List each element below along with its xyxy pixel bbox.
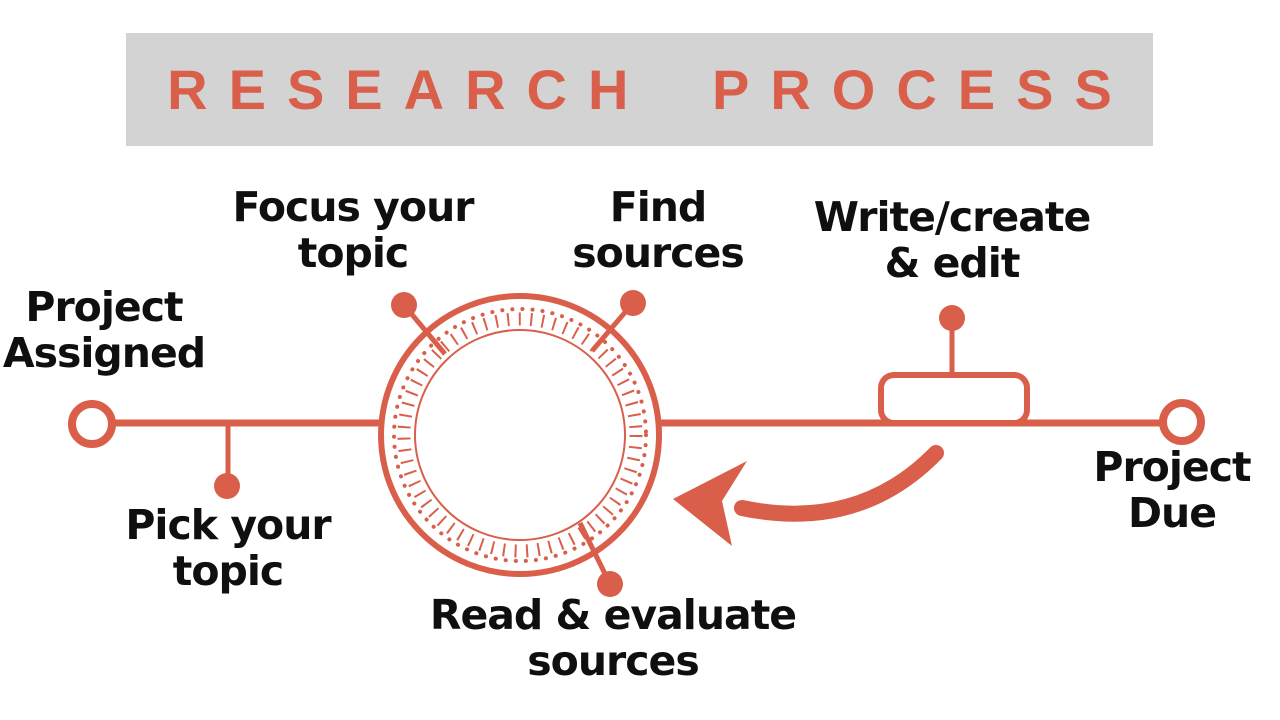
label-write-create-edit: Write/create & edit: [807, 194, 1097, 286]
label-project-due: Project Due: [1057, 444, 1280, 536]
title-banner: RESEARCH PROCESS: [126, 33, 1153, 146]
cycle-inner-circle: [414, 329, 626, 541]
page-title: RESEARCH PROCESS: [167, 58, 1133, 121]
arrow-head: [673, 461, 747, 546]
label-read-evaluate-sources: Read & evaluate sources: [428, 592, 798, 684]
cycle-outer-circle: [378, 293, 662, 577]
label-project-assigned-line2: Assigned: [2, 329, 206, 377]
label-pick-line1: Pick your: [125, 501, 331, 549]
focus-topic-dot: [391, 292, 417, 318]
pick-topic-dot: [214, 473, 240, 499]
arrow-shaft: [734, 445, 944, 522]
label-project-assigned: Project Assigned: [0, 284, 214, 376]
label-project-due-line2: Due: [1127, 489, 1217, 537]
research-cycle-circle: [378, 293, 662, 577]
write-edit-box: [878, 372, 1030, 426]
label-read-line2: sources: [527, 637, 700, 685]
label-write-line2: & edit: [884, 239, 1021, 287]
label-write-line1: Write/create: [813, 193, 1092, 241]
cycle-tick-ring: [397, 312, 643, 558]
label-find-line1: Find: [609, 183, 708, 231]
label-find-line2: sources: [572, 229, 745, 277]
project-due-ring: [1159, 399, 1205, 445]
write-edit-dot: [939, 305, 965, 331]
label-pick-line2: topic: [172, 547, 284, 595]
read-evaluate-dot: [597, 571, 623, 597]
label-focus-line2: topic: [297, 229, 409, 277]
label-project-due-line1: Project: [1093, 443, 1251, 491]
find-sources-dot: [620, 290, 646, 316]
loop-back-arrow-icon: [673, 445, 944, 546]
label-focus-your-topic: Focus your topic: [223, 184, 483, 276]
label-pick-your-topic: Pick your topic: [98, 502, 358, 594]
label-find-sources: Find sources: [528, 184, 788, 276]
cycle-dotted-ring: [392, 307, 648, 563]
project-assigned-ring: [68, 400, 116, 448]
label-focus-line1: Focus your: [232, 183, 475, 231]
label-project-assigned-line1: Project: [25, 283, 183, 331]
label-read-line1: Read & evaluate: [429, 591, 797, 639]
